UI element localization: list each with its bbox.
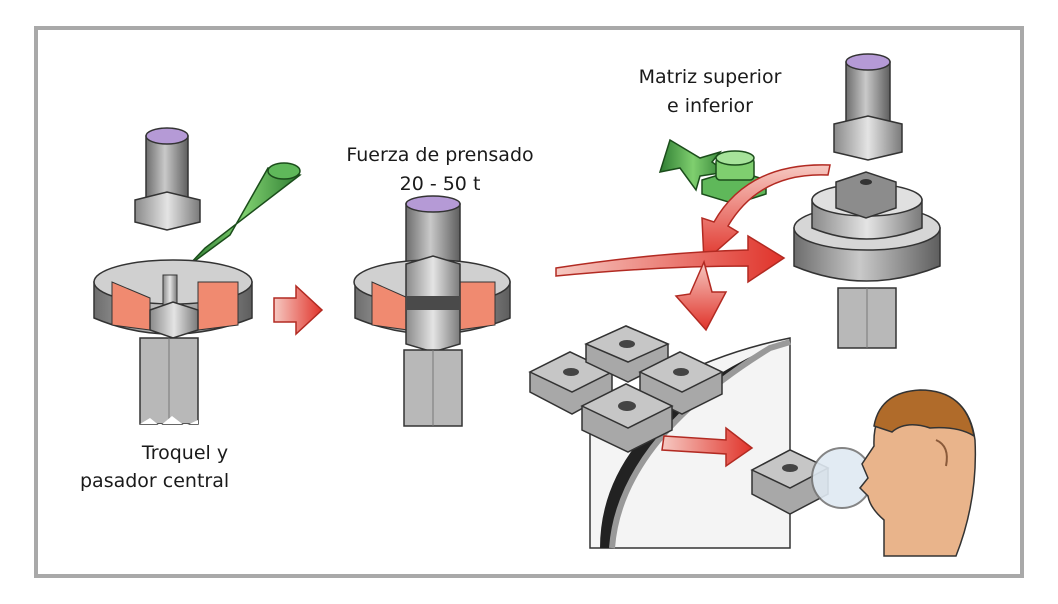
step3-die-assembly bbox=[528, 53, 977, 557]
arrow-to-die bbox=[555, 234, 786, 284]
powder-funnel bbox=[187, 167, 302, 267]
step1-die-assembly bbox=[93, 127, 302, 426]
label-step2-line2: 20 - 50 t bbox=[399, 173, 481, 195]
label-step1-line1: Troquel y bbox=[141, 442, 229, 464]
green-pointer bbox=[658, 138, 728, 192]
insert-grid bbox=[528, 325, 724, 453]
magnifier-lens bbox=[811, 447, 873, 509]
punch-tip bbox=[845, 53, 891, 71]
label-step2-line1: Fuerza de prensado bbox=[346, 144, 534, 166]
step2-pressing-assembly bbox=[353, 195, 511, 427]
arrow-to-inspection bbox=[661, 426, 754, 468]
step-arrow-1 bbox=[273, 284, 324, 336]
upper-punch-head bbox=[833, 115, 903, 161]
punch-tip bbox=[145, 127, 189, 145]
label-step3-line2: e inferior bbox=[667, 95, 753, 117]
punch-tip bbox=[405, 195, 461, 213]
label-step3-line1: Matriz superior bbox=[638, 66, 782, 88]
label-step1-line2: pasador central bbox=[80, 470, 230, 492]
inspector-head bbox=[858, 389, 977, 557]
upper-punch-head bbox=[134, 191, 201, 231]
green-upper-die bbox=[715, 150, 755, 166]
pressed-insert bbox=[835, 171, 897, 219]
